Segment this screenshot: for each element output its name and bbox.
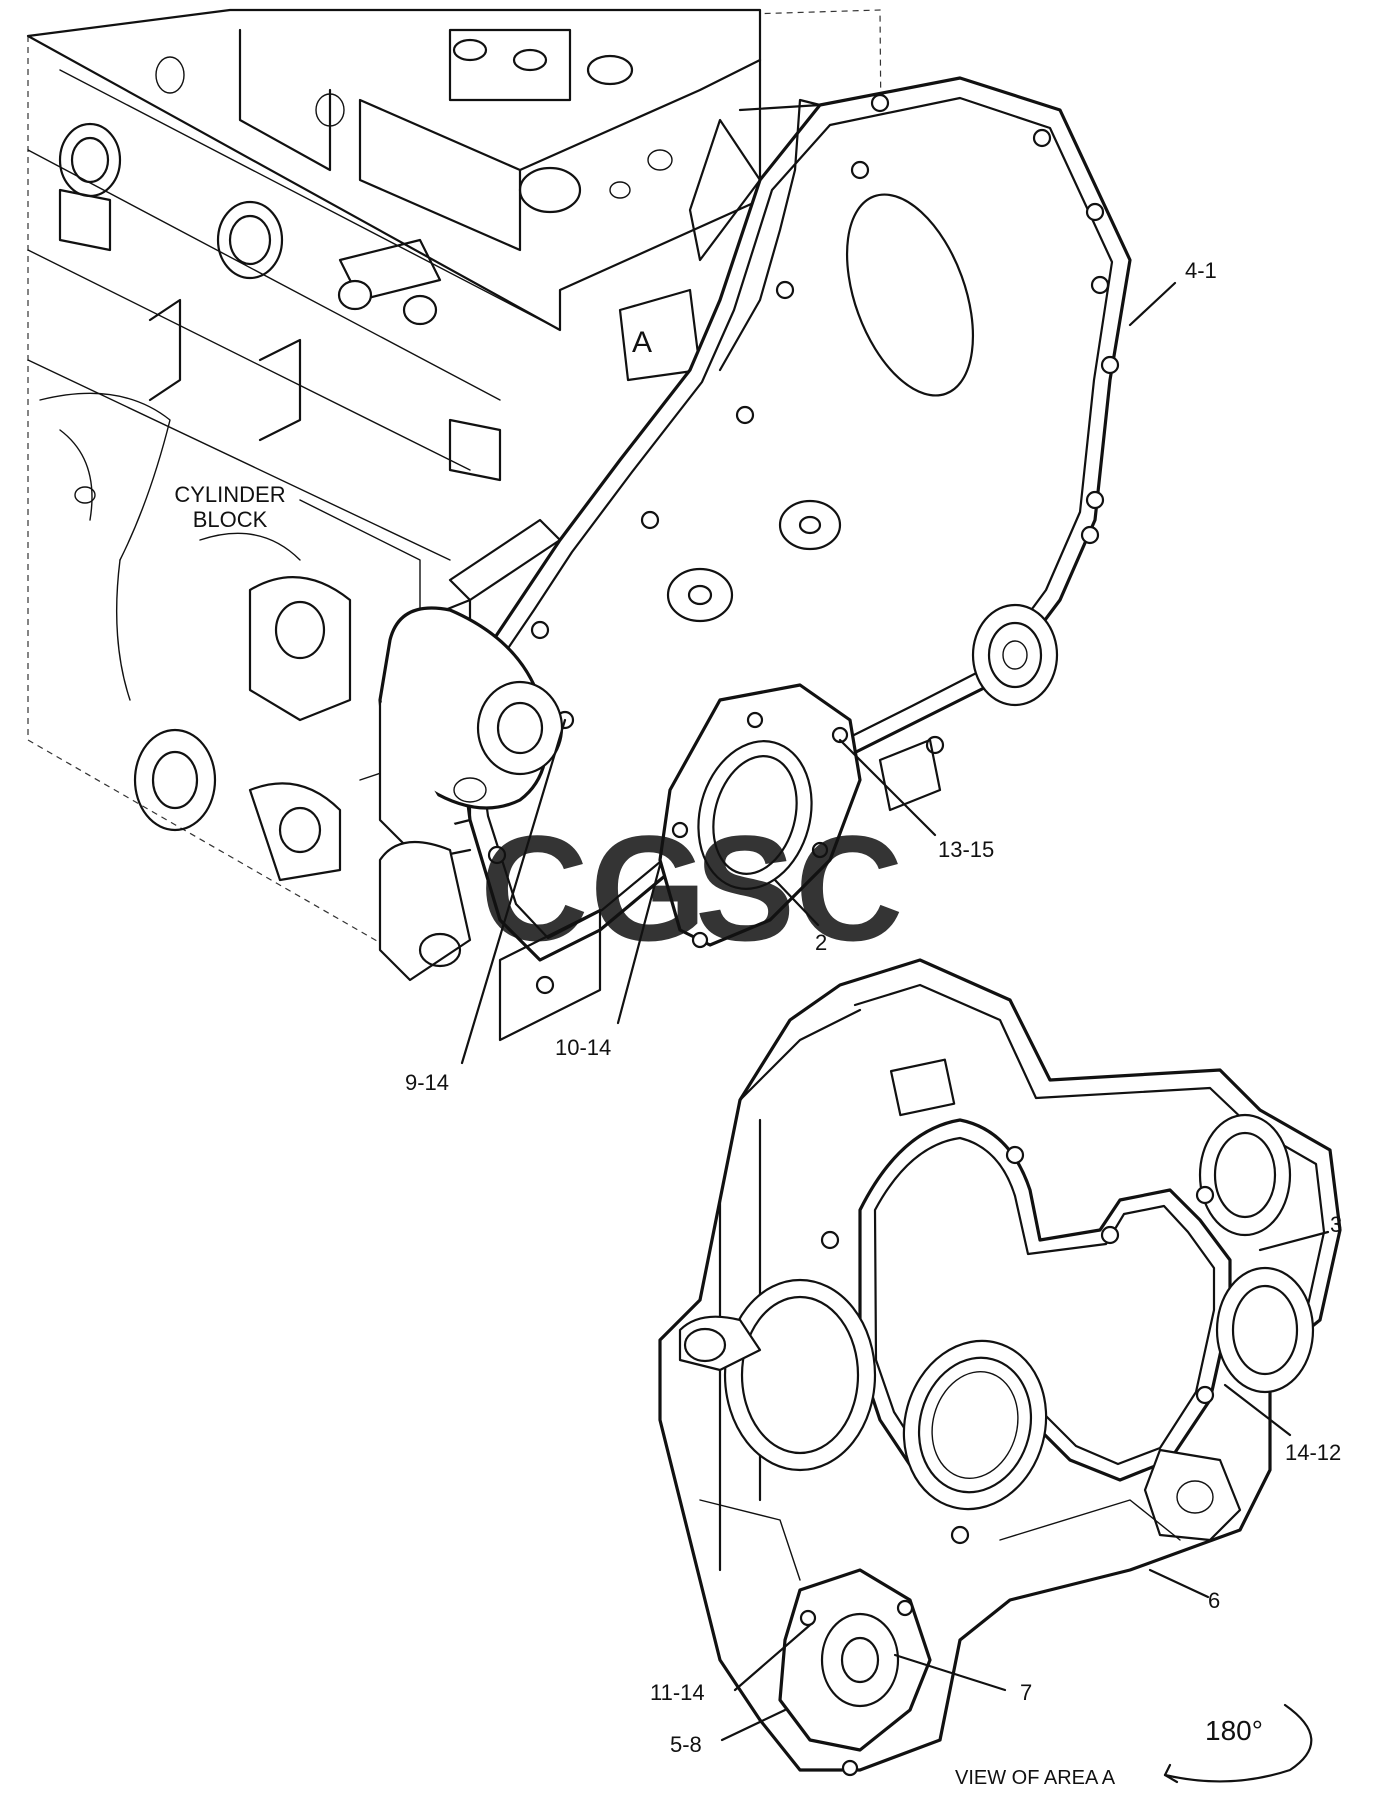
cylinder-block-label-line1: CYLINDER xyxy=(174,482,285,507)
callout-6: 6 xyxy=(1208,1588,1220,1613)
leader-2 xyxy=(773,878,820,927)
leader-11-14 xyxy=(733,1623,812,1692)
callout-3: 3 xyxy=(1330,1212,1342,1237)
callout-7: 7 xyxy=(1020,1680,1032,1705)
front-housing-view xyxy=(658,958,1342,1777)
watermark: C G S C xyxy=(480,804,903,972)
leader-4-1 xyxy=(1128,281,1177,327)
leader-14-12 xyxy=(1223,1383,1292,1437)
callout-11-14: 11-14 xyxy=(650,1680,705,1705)
leader-10-14 xyxy=(616,863,662,1025)
leader-3 xyxy=(1258,1230,1330,1252)
watermark-letter-2: G xyxy=(590,804,707,972)
leader-13-15 xyxy=(838,738,937,837)
cylinder-block: A CYLINDER BLOCK xyxy=(26,8,883,961)
view-annotation: VIEW OF AREA A 180° xyxy=(955,1703,1313,1789)
callout-5-8: 5-8 xyxy=(670,1732,702,1757)
callout-10-14: 10-14 xyxy=(555,1035,611,1060)
area-marker: A xyxy=(632,326,652,359)
rotation-label: 180° xyxy=(1205,1715,1263,1746)
callout-9-14: 9-14 xyxy=(405,1070,449,1095)
callout-13-15: 13-15 xyxy=(938,837,994,862)
view-label: VIEW OF AREA A xyxy=(955,1767,1116,1789)
front-plate xyxy=(378,76,1132,1042)
callout-labels: 4-1 13-15 2 10-14 9-14 3 14-12 6 11-14 7… xyxy=(405,258,1342,1757)
cylinder-block-label-line2: BLOCK xyxy=(193,507,268,532)
callout-2: 2 xyxy=(815,930,827,955)
leader-5-8 xyxy=(720,1708,787,1742)
leader-6 xyxy=(1148,1568,1210,1599)
leader-9-14 xyxy=(460,718,567,1065)
watermark-letter-4: C xyxy=(795,804,903,972)
leader-lines xyxy=(460,281,1330,1742)
callout-4-1: 4-1 xyxy=(1185,258,1217,283)
callout-14-12: 14-12 xyxy=(1285,1440,1341,1465)
leader-7 xyxy=(893,1653,1007,1692)
rotation-arrowhead-icon xyxy=(1163,1763,1179,1784)
watermark-letter-3: S xyxy=(695,804,795,972)
rotation-arrow-icon xyxy=(1163,1703,1313,1783)
